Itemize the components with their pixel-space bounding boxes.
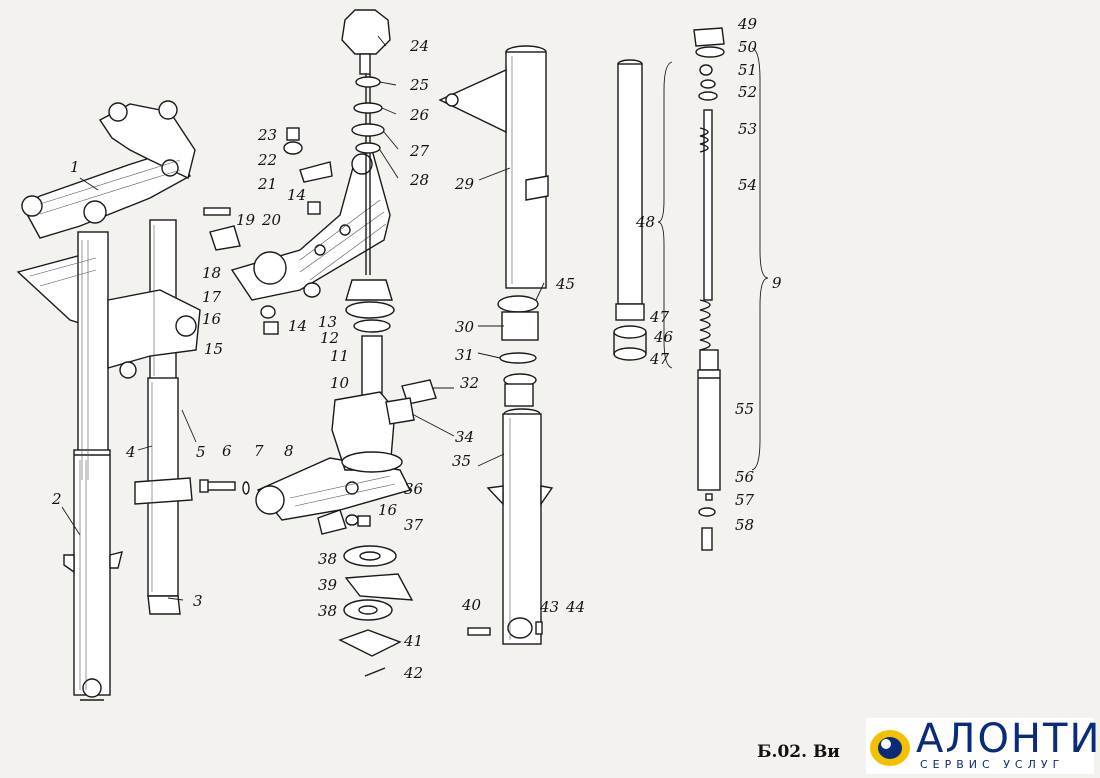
callout-28: 28: [409, 171, 429, 189]
brand-name: АЛОНТИ: [916, 716, 1100, 762]
callout-24: 24: [409, 37, 429, 55]
callout-7: 7: [254, 442, 264, 460]
callout-51: 51: [738, 61, 757, 79]
steering-stem-group: [199, 9, 414, 677]
callout-31: 31: [455, 346, 474, 364]
callout-16a: 16: [202, 310, 222, 328]
callout-43: 43: [539, 598, 559, 616]
callout-57: 57: [735, 491, 755, 509]
callout-36: 36: [404, 480, 424, 498]
callout-labels: 1 2 3 4 5 6 7 8 9 10 11 12 13 14 14 15 1…: [51, 15, 782, 682]
figure-caption: Б.02. Ви: [757, 742, 840, 762]
callout-42: 42: [403, 664, 423, 682]
callout-39: 39: [318, 576, 338, 594]
callout-15: 15: [204, 340, 223, 358]
callout-16b: 16: [378, 501, 398, 519]
callout-38b: 38: [318, 602, 337, 620]
callout-14a: 14: [287, 186, 306, 204]
damper-group: [613, 27, 769, 551]
callout-18: 18: [202, 264, 221, 282]
fork-tube-group: [385, 45, 554, 645]
callout-35: 35: [452, 452, 471, 470]
callout-50: 50: [738, 38, 758, 56]
callout-20: 20: [261, 211, 282, 229]
callout-34: 34: [455, 428, 474, 446]
callout-49: 49: [737, 15, 758, 33]
assembled-fork: [16, 100, 201, 701]
callout-47a: 47: [649, 308, 670, 326]
brand-mark-icon: [870, 730, 910, 766]
callout-14b: 14: [288, 317, 307, 335]
callout-1: 1: [70, 158, 80, 176]
callout-55: 55: [735, 400, 754, 418]
leader-lines: [61, 35, 545, 601]
callout-32: 32: [460, 374, 479, 392]
callout-56: 56: [735, 468, 755, 486]
callout-9: 9: [772, 274, 782, 292]
callout-46: 46: [653, 328, 674, 346]
callout-11: 11: [330, 347, 349, 365]
callout-58: 58: [735, 516, 754, 534]
callout-30: 30: [455, 318, 475, 336]
callout-10: 10: [330, 374, 350, 392]
callout-3: 3: [193, 592, 203, 610]
callout-5: 5: [196, 443, 206, 461]
callout-45: 45: [555, 275, 575, 293]
callout-41: 41: [403, 632, 423, 650]
brand-logo: АЛОНТИ СЕРВИС УСЛУГ: [866, 716, 1099, 774]
callout-37: 37: [404, 516, 424, 534]
callout-6: 6: [222, 442, 232, 460]
callout-48: 48: [635, 213, 655, 231]
callout-53: 53: [738, 120, 757, 138]
callout-12: 12: [320, 329, 339, 347]
callout-25: 25: [409, 76, 429, 94]
callout-47b: 47: [649, 350, 670, 368]
callout-19: 19: [236, 211, 256, 229]
callout-54: 54: [738, 176, 757, 194]
callout-26: 26: [409, 106, 430, 124]
callout-2: 2: [51, 490, 62, 508]
callout-13: 13: [318, 313, 337, 331]
callout-22: 22: [257, 151, 277, 169]
callout-21: 21: [257, 175, 277, 193]
callout-40: 40: [461, 596, 482, 614]
brand-tagline: СЕРВИС УСЛУГ: [920, 758, 1065, 771]
callout-29: 29: [454, 175, 475, 193]
callout-38a: 38: [318, 550, 337, 568]
callout-8: 8: [284, 442, 294, 460]
callout-52: 52: [738, 83, 757, 101]
callout-27: 27: [409, 142, 430, 160]
callout-23: 23: [257, 126, 277, 144]
callout-44: 44: [565, 598, 585, 616]
callout-4: 4: [125, 443, 136, 461]
callout-17: 17: [202, 288, 222, 306]
